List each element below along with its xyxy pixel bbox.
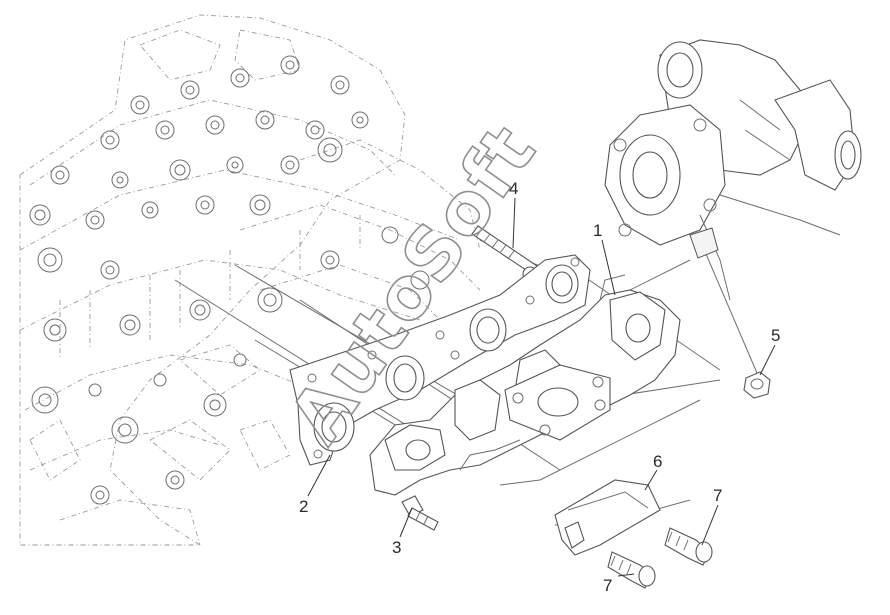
exhaust-manifold-part-1 [369, 274, 681, 496]
callout-7-upper: 7 [713, 486, 722, 505]
callout-6: 6 [653, 452, 662, 471]
bolt-part-7-lower [607, 551, 656, 589]
callout-5: 5 [771, 326, 780, 345]
callout-7-lower: 7 [603, 576, 612, 595]
callout-3: 3 [392, 538, 401, 557]
cylinder-head-ribs [29, 215, 361, 481]
callout-2: 2 [299, 497, 308, 516]
nut-part-5 [743, 371, 771, 399]
cylinder-head-drawing [19, 14, 481, 546]
callout-4: 4 [509, 179, 518, 198]
bolt-part-7-upper [664, 527, 713, 566]
gasket-part-2 [289, 254, 591, 466]
callout-leaders [307, 197, 776, 577]
callout-1: 1 [593, 221, 602, 240]
bolt-part-3 [401, 495, 439, 531]
alignment-lines [174, 239, 761, 526]
turbocharger [604, 39, 862, 301]
heat-shield-part-6 [554, 479, 661, 556]
cylinder-head-bosses [29, 55, 430, 505]
